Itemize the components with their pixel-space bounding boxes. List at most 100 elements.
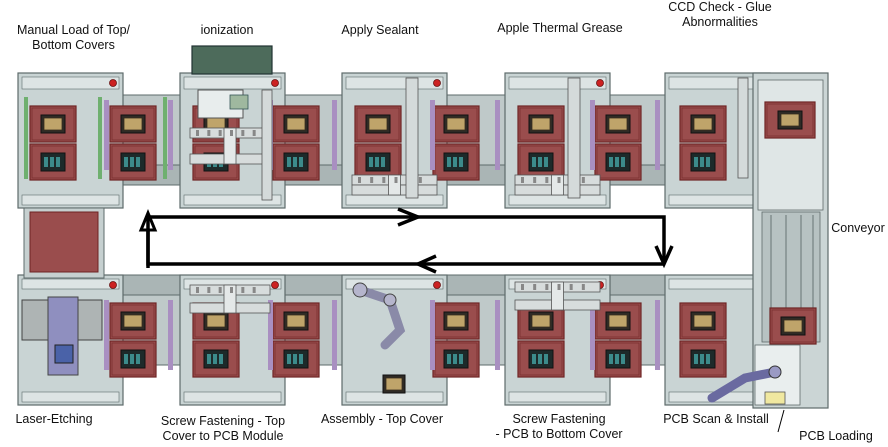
red-lamp-icon: [596, 79, 604, 87]
gantry-tick: [241, 287, 245, 293]
pcb-chip: [369, 157, 373, 167]
pcb-chip: [609, 354, 613, 364]
belt-guide: [590, 100, 595, 170]
station-bottom-rail: [183, 391, 282, 403]
belt-guide: [495, 100, 500, 170]
fixture-inset: [681, 145, 725, 179]
cover-tray-inner: [368, 117, 388, 131]
vertical-axis: [261, 89, 273, 201]
pcb-chip: [124, 157, 128, 167]
robot-joint: [352, 282, 368, 298]
transfer-fixture: [29, 211, 99, 273]
pcb-chip: [130, 157, 134, 167]
gantry-tick: [252, 130, 256, 136]
gantry-tick: [569, 284, 573, 290]
pcb-chip: [293, 354, 297, 364]
gantry-tick: [207, 287, 211, 293]
flow-arrows: [138, 207, 674, 274]
belt-guide: [655, 100, 660, 170]
label-apple-thermal-grease: Apple Thermal Grease: [497, 21, 623, 35]
station-top-rail: [21, 278, 120, 290]
fixture-inset: [274, 342, 318, 376]
gantry-tick: [418, 177, 422, 183]
ionizer-nozzle: [229, 94, 249, 110]
cover-tray-inner: [446, 314, 466, 328]
fixture-inset: [681, 107, 725, 141]
cover-tray-inner: [286, 117, 306, 131]
side-guide: [98, 97, 102, 179]
cover-tray-inner: [206, 314, 226, 328]
flow-path-lower: [146, 230, 664, 266]
belt-guide: [430, 100, 435, 170]
pcb-chip: [706, 157, 710, 167]
label-laser-etching: Laser-Etching: [15, 412, 93, 426]
fixture-inset: [596, 145, 640, 179]
pcb-chip: [453, 157, 457, 167]
fixture-inset: [596, 107, 640, 141]
gantry-tick: [521, 284, 524, 290]
pcb-chip: [544, 157, 548, 167]
pcb-chip: [532, 354, 536, 364]
vertical-axis: [405, 77, 419, 199]
fixture-inset: [596, 342, 640, 376]
pcb-chip: [213, 354, 217, 364]
fixture-inset: [771, 309, 815, 343]
gantry-tick: [581, 284, 585, 290]
label-ccd-check: CCD Check - Glue Abnormalities: [668, 0, 772, 29]
robot-arm: [707, 367, 780, 403]
belt-guide: [430, 300, 435, 370]
fixture-inset: [111, 107, 155, 141]
belt-guide: [655, 300, 660, 370]
red-lamp-icon: [271, 79, 279, 87]
pcb-chip: [615, 354, 619, 364]
vertical-axis: [737, 77, 749, 179]
belt-guide: [104, 100, 109, 170]
station-top-rail: [668, 278, 767, 290]
belt-guide: [495, 300, 500, 370]
belt-guide: [332, 100, 337, 170]
pcb-chip: [287, 354, 291, 364]
pcb-chip: [538, 354, 542, 364]
pcb-chip: [299, 157, 303, 167]
cover-tray-inner: [531, 117, 551, 131]
pcb-chip: [532, 157, 536, 167]
pcb-stack: [764, 391, 786, 405]
station-top-rail: [183, 76, 282, 90]
pcb-chip: [56, 157, 60, 167]
pcb-chip: [381, 157, 385, 167]
callout-line: [777, 409, 785, 433]
pcb-chip: [538, 157, 542, 167]
pcb-chip: [609, 157, 613, 167]
label-assembly-top-cover: Assembly - Top Cover: [320, 412, 444, 426]
pcb-chip: [293, 157, 297, 167]
pcb-chip: [700, 157, 704, 167]
conveyor-slat: [800, 215, 802, 340]
cover-tray-inner: [43, 117, 63, 131]
cover-tray-inner: [780, 113, 800, 127]
pcb-chip: [136, 157, 140, 167]
gantry-tick: [230, 287, 233, 293]
belt-guide: [332, 300, 337, 370]
gantry-tick: [557, 284, 561, 290]
gantry-tick: [241, 130, 245, 136]
label-ionization: ionization: [200, 23, 254, 37]
gantry-tick: [196, 287, 199, 293]
gantry-tick: [382, 177, 386, 183]
label-apply-sealant: Apply Sealant: [341, 23, 419, 37]
station-bottom-rail: [21, 391, 120, 403]
gantry-tick: [533, 177, 537, 183]
fixture: [517, 105, 565, 143]
fixture-inset: [31, 145, 75, 179]
pcb-chip: [615, 157, 619, 167]
pcb-chip: [130, 354, 134, 364]
station-bottom-rail: [508, 194, 607, 206]
belt-guide: [104, 300, 109, 370]
pcb-chip: [124, 354, 128, 364]
pcb-chip: [287, 157, 291, 167]
fixture-inset: [274, 145, 318, 179]
gantry-tick: [196, 130, 199, 136]
gantry-tick: [358, 177, 361, 183]
fixture-inset: [766, 103, 814, 137]
pcb-chip: [207, 354, 211, 364]
gantry-tick: [533, 284, 537, 290]
